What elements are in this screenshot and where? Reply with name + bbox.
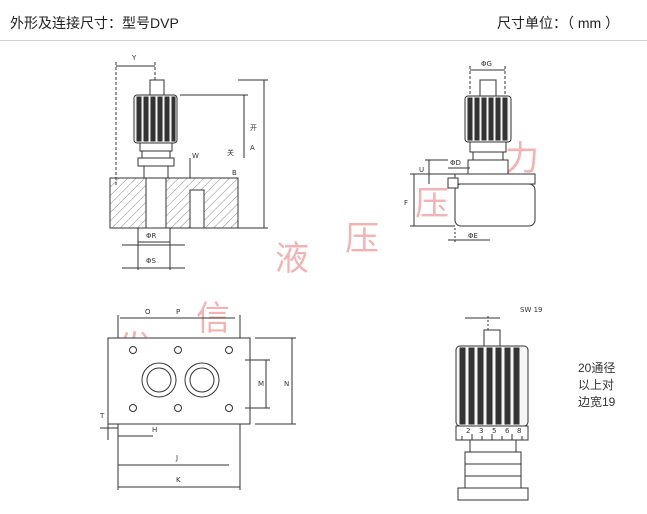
label-Y: Y — [131, 54, 137, 62]
label-PhiD: ΦD — [450, 159, 461, 167]
front-knob-ribs — [467, 97, 508, 141]
label-PhiE: ΦE — [468, 232, 478, 240]
knob-tick-4: 6 — [505, 427, 510, 435]
label-PhiS: ΦS — [146, 257, 157, 265]
label-P: P — [176, 308, 180, 316]
watermark-char-4: 力 — [505, 139, 539, 179]
label-F: F — [404, 199, 408, 207]
label-W: W — [192, 152, 199, 160]
side-knob-ribs — [136, 96, 176, 142]
page-title: 外形及连接尺寸：型号DVP — [10, 15, 179, 31]
watermark-char-2: 压 — [345, 219, 379, 259]
knob-tick-2: 3 — [479, 427, 483, 435]
label-PhiG: ΦG — [481, 60, 492, 68]
size-note-line-1: 20通径 — [578, 361, 616, 375]
knob-tick-3: 5 — [492, 427, 496, 435]
watermark-char-3: 压 — [415, 184, 449, 224]
detail-knob-ribs — [459, 347, 520, 425]
knob-tick-1: 2 — [466, 427, 470, 435]
label-close: 关 — [227, 148, 234, 157]
label-O: O — [145, 308, 151, 316]
label-K: K — [176, 476, 181, 484]
label-U: U — [419, 166, 424, 174]
label-SW: SW 19 — [520, 306, 543, 314]
label-T: T — [99, 412, 105, 420]
label-B: B — [232, 169, 237, 177]
size-note: 20通径 以上对 边宽19 — [578, 360, 615, 411]
size-note-line-2: 以上对 — [578, 378, 615, 392]
label-N: N — [284, 380, 289, 388]
size-note-line-3: 边宽19 — [578, 395, 616, 409]
header-divider — [0, 40, 647, 41]
watermark-char-1: 液 — [275, 239, 309, 279]
front-view — [410, 66, 536, 244]
label-H: H — [152, 426, 157, 434]
label-open: 开 — [250, 124, 257, 132]
label-J: J — [175, 454, 178, 462]
label-A: A — [250, 144, 255, 152]
label-M: M — [258, 380, 264, 388]
knob-tick-5: 8 — [517, 427, 521, 435]
header: 外形及连接尺寸：型号DVP 尺寸单位：（ mm ） — [0, 0, 647, 40]
mounting-plate-view — [100, 315, 296, 490]
side-section-view — [109, 62, 268, 270]
watermark-char-6: 信 — [196, 299, 230, 339]
unit-label: 尺寸单位：（ mm ） — [497, 15, 620, 31]
knob-detail-view — [455, 316, 529, 501]
label-PhiR: ΦR — [146, 232, 157, 240]
